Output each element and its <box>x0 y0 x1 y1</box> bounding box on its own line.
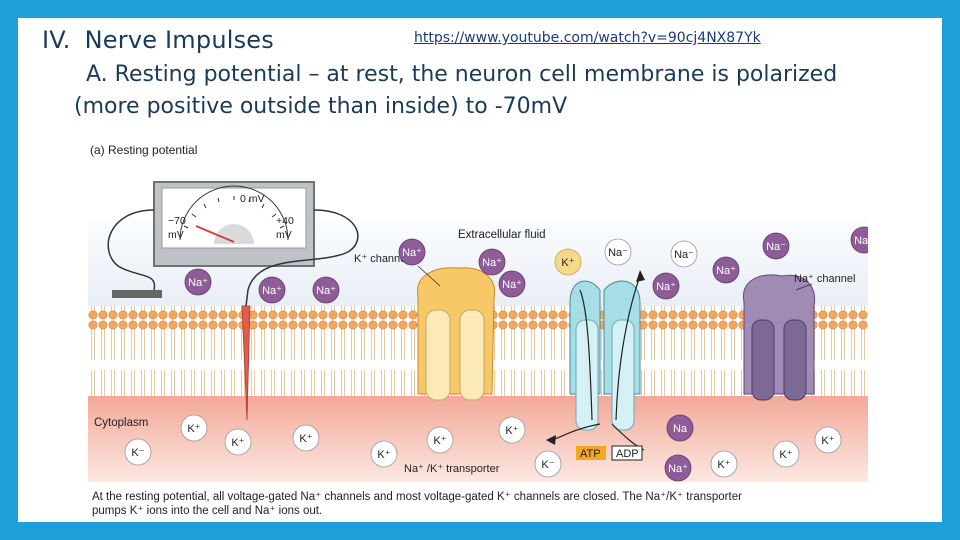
k-channel-pointer <box>417 265 441 287</box>
k-ion-13: K⁺ <box>180 414 208 442</box>
extracellular-label: Extracellular fluid <box>458 229 546 241</box>
na-ion-6: Na⁺ <box>652 272 680 300</box>
k-ion-21: K⁺ <box>814 426 842 454</box>
ion-label: Na⁺ <box>656 281 676 293</box>
ion-label: Na⁺ <box>262 285 282 297</box>
na-ion-5: Na⁺ <box>498 270 526 298</box>
na-channel <box>743 274 816 401</box>
na-ion-11: Na⁻ <box>762 232 790 260</box>
meter-zero-label: 0 mV <box>240 193 265 205</box>
ion-label: K⁺ <box>779 449 792 461</box>
ion-label: K⁺ <box>433 435 446 447</box>
meter-left-unit: mV <box>168 229 184 241</box>
subpoint-line-2: (more positive outside than inside) to -… <box>74 94 568 119</box>
video-link[interactable]: https://www.youtube.com/watch?v=90cj4NX8… <box>414 30 761 46</box>
ion-label: Na⁺ <box>668 463 688 475</box>
k-ion-23: K⁻ <box>534 450 562 478</box>
microelectrode <box>241 305 251 421</box>
meter-wire-right <box>245 209 359 307</box>
panel-title: (a) Resting potential <box>90 143 197 157</box>
caption-line-1: At the resting potential, all voltage-ga… <box>92 491 742 503</box>
meter-right-unit: mV <box>276 229 292 241</box>
ion-label: Na⁻ <box>766 241 786 253</box>
k-ion-20: K⁺ <box>772 440 800 468</box>
slide: IV. Nerve Impulses https://www.youtube.co… <box>18 18 942 522</box>
na-ion-2: Na⁺ <box>312 276 340 304</box>
voltmeter: 0 mV −70 mV +40 mV <box>153 181 315 267</box>
meter-wire-left <box>107 209 156 291</box>
na-channel-label: Na⁺ channel <box>794 273 855 285</box>
meter-right-value: +40 <box>276 215 294 227</box>
na-ion-8: Na⁺ <box>850 226 868 254</box>
ion-label: Na⁺ <box>502 279 522 291</box>
k-channel <box>417 267 496 401</box>
k-ion-17: K⁺ <box>426 426 454 454</box>
heading-numeral: IV. <box>42 26 71 54</box>
ion-label: Na⁺ <box>716 265 736 277</box>
ion-label: K⁺ <box>717 459 730 471</box>
k-ion-14: K⁺ <box>224 428 252 456</box>
ion-label: K⁻ <box>131 447 144 459</box>
na-channel-pointer <box>795 283 813 291</box>
na-ion-0: Na⁺ <box>184 268 212 296</box>
ion-label: K⁺ <box>377 449 390 461</box>
ion-label: Na⁻ <box>674 249 694 261</box>
atp-label: ATP <box>580 448 601 460</box>
resting-potential-diagram: (a) Resting potential Extracellular flui… <box>88 143 868 517</box>
atp-box <box>576 446 606 460</box>
na-ion-10: Na⁻ <box>670 240 698 268</box>
ion-label: K⁺ <box>505 425 518 437</box>
k-ion-15: K⁺ <box>292 424 320 452</box>
ion-label: K⁺ <box>231 437 244 449</box>
ion-layer: Na⁺Na⁺Na⁺Na⁺Na⁺Na⁺Na⁺Na⁺Na⁺Na⁻Na⁻Na⁻K⁺K⁺… <box>124 226 868 482</box>
na-ion-3: Na⁺ <box>398 238 426 266</box>
heading-text: Nerve Impulses <box>84 26 274 54</box>
na-ion-4: Na⁺ <box>478 248 506 276</box>
transporter-label: Na⁺ /K⁺ transporter <box>404 463 500 475</box>
ion-label: Na⁻ <box>608 247 628 259</box>
cytoplasm-region <box>88 396 868 482</box>
ion-label: Na <box>673 423 688 435</box>
ion-label: Na⁺ <box>188 277 208 289</box>
k-channel-label: K⁺ channel <box>354 253 409 265</box>
cytoplasm-label: Cytoplasm <box>94 417 148 429</box>
ion-label: Na⁺ <box>854 235 868 247</box>
adp-box <box>611 445 643 461</box>
ion-label: K⁺ <box>299 433 312 445</box>
k-ion-12: K⁺ <box>554 248 582 276</box>
ion-label: Na⁺ <box>316 285 336 297</box>
ion-label: K⁺ <box>561 257 574 269</box>
adp-label: ADP <box>616 448 639 460</box>
na-ion-25: Na⁺ <box>664 454 692 482</box>
k-ion-19: K⁺ <box>710 450 738 478</box>
na-k-transporter <box>546 270 645 451</box>
na-ion-7: Na⁺ <box>712 256 740 284</box>
na-ion-9: Na⁻ <box>604 238 632 266</box>
na-ion-1: Na⁺ <box>258 276 286 304</box>
meter-left-value: −70 <box>168 215 186 227</box>
ion-label: K⁻ <box>541 459 554 471</box>
na-ion-24: Na <box>666 414 694 442</box>
k-ion-18: K⁺ <box>498 416 526 444</box>
ion-label: K⁺ <box>821 435 834 447</box>
ion-label: Na⁺ <box>402 247 422 259</box>
k-ion-16: K⁺ <box>370 440 398 468</box>
ion-label: K⁺ <box>187 423 200 435</box>
slide-heading: IV. Nerve Impulses <box>42 26 274 54</box>
k-ion-22: K⁻ <box>124 438 152 466</box>
subpoint-line-1: A. Resting potential – at rest, the neur… <box>86 62 838 87</box>
ion-label: Na⁺ <box>482 257 502 269</box>
caption-line-2: pumps K⁺ ions into the cell and Na⁺ ions… <box>92 505 322 517</box>
reference-electrode <box>112 290 162 298</box>
